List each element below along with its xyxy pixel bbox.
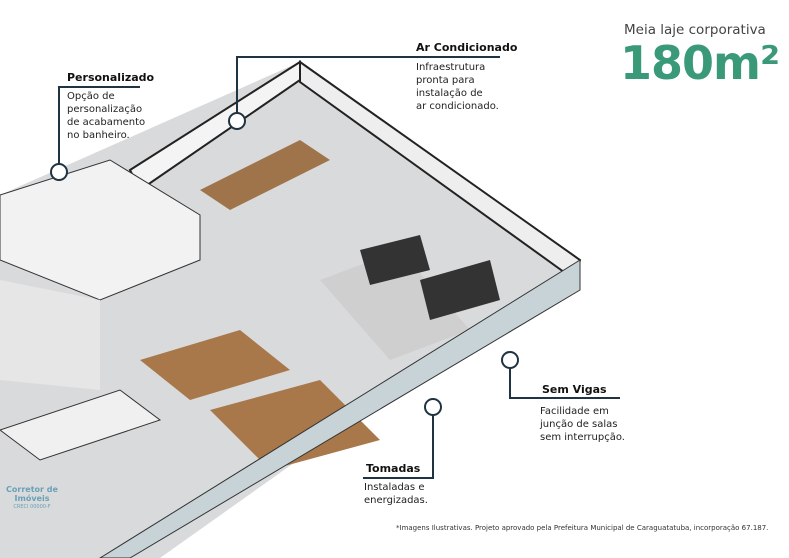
workstations-area	[320, 250, 470, 360]
callout-text-personalizado: Opção de personalização de acabamento no…	[67, 90, 145, 142]
text-line: no banheiro.	[67, 130, 130, 141]
callout-text-ar-condicionado: Infraestrutura pronta para instalação de…	[416, 61, 499, 113]
wood-desk-area	[200, 140, 330, 210]
text-line: personalização	[67, 104, 143, 115]
text-line: junção de salas	[540, 419, 618, 430]
text-line: Facilidade em	[540, 406, 609, 417]
sem-vigas-marker	[501, 351, 519, 369]
meeting-room-floor	[140, 330, 290, 400]
text-line: instalação de	[416, 88, 483, 99]
text-line: de acabamento	[67, 117, 146, 128]
callout-title-tomadas: Tomadas	[366, 462, 421, 475]
subtitle: Meia laje corporativa	[624, 22, 766, 38]
text-line: Opção de	[67, 91, 115, 102]
watermark-logo: Corretor de Imóveis CRECI 00000-F	[6, 485, 58, 512]
callout-lines	[50, 56, 620, 479]
watermark-line: CRECI 00000-F	[13, 504, 51, 510]
personalizado-marker	[50, 163, 68, 181]
callout-title-sem-vigas: Sem Vigas	[542, 383, 607, 396]
text-line: ar condicionado.	[416, 101, 499, 112]
ar-condicionado-marker	[228, 112, 246, 130]
bathroom-block	[0, 159, 201, 301]
desk-dark	[420, 260, 500, 320]
tomadas-marker	[424, 398, 442, 416]
watermark-line: Imóveis	[14, 494, 50, 503]
conference-room-floor	[210, 380, 380, 470]
callout-title-personalizado: Personalizado	[67, 71, 155, 84]
callout-text-sem-vigas: Facilidade em junção de salas sem interr…	[540, 405, 625, 444]
callout-text-tomadas: Instaladas e energizadas.	[364, 481, 428, 507]
watermark-line: Corretor de	[6, 485, 58, 494]
glass-facade	[99, 259, 581, 558]
disclaimer: *Imagens Ilustrativas. Projeto aprovado …	[396, 524, 769, 532]
text-line: Instaladas e	[364, 482, 425, 493]
text-line: energizadas.	[364, 495, 428, 506]
desk-dark	[360, 235, 430, 285]
text-line: pronta para	[416, 75, 475, 86]
elevator-core	[0, 280, 100, 390]
callout-title-ar-condicionado: Ar Condicionado	[416, 41, 518, 54]
area-heading: 180m²	[620, 36, 780, 90]
lower-wall	[0, 389, 162, 461]
text-line: sem interrupção.	[540, 432, 625, 443]
text-line: Infraestrutura	[416, 62, 486, 73]
